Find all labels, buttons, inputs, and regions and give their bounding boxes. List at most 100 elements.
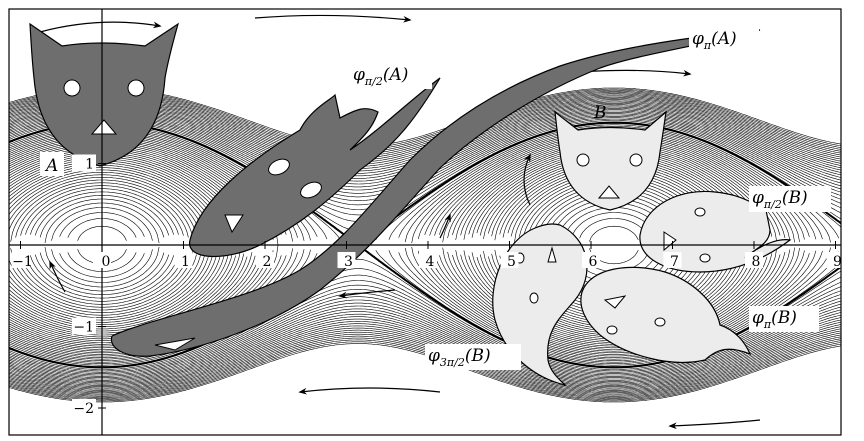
cat-eye: [63, 79, 81, 97]
streamline: [9, 321, 841, 390]
image-label-phi-pi-2-A: φπ/2(A): [350, 63, 432, 89]
blob-mouth: [603, 295, 627, 309]
blob-eye: [699, 253, 711, 263]
streamline: [9, 249, 210, 321]
svg-text:φπ(A): φπ(A): [692, 29, 737, 52]
flow-arrow: [668, 419, 761, 430]
streamline: [9, 255, 225, 330]
flow-arrow: [579, 69, 692, 77]
x-tick-label: 7: [670, 254, 679, 270]
streamline: [9, 311, 841, 385]
streamline: [9, 160, 225, 235]
streamline: [9, 169, 210, 241]
streamline: [388, 124, 840, 240]
cat-eye: [127, 79, 145, 97]
streamline: [9, 292, 841, 377]
x-tick-label: 6: [589, 254, 598, 270]
streamline: [9, 316, 841, 387]
region-A-cat: [29, 22, 180, 167]
blob-eye: [694, 207, 706, 217]
region-label-B: B: [593, 103, 607, 123]
blob-eye: [300, 181, 322, 199]
streamline: [9, 308, 841, 384]
image-labels: φπ/2(A) φπ(A) φπ/2(B) φπ(B) φ3π/2(B): [350, 27, 831, 370]
image-label-phi-3pi-2-B: φ3π/2(B): [425, 344, 521, 370]
streak-mouth: [154, 337, 196, 351]
y-tick-label: −2: [73, 401, 94, 417]
flow-arrow: [523, 153, 531, 206]
x-tick-label: 4: [426, 254, 435, 270]
streamline: [9, 256, 217, 325]
y-ticks: 1 −1 −2: [72, 154, 106, 417]
blob-eye: [268, 158, 290, 176]
x-tick-label: 2: [263, 254, 272, 270]
svg-text:φ3π/2(B): φ3π/2(B): [428, 346, 491, 369]
streamline: [9, 313, 841, 386]
streamline: [9, 296, 841, 378]
svg-text:φπ(B): φπ(B): [752, 308, 797, 331]
cat-mouth: [90, 119, 118, 135]
streamline: [9, 323, 841, 391]
blob-eye: [654, 317, 666, 327]
flow-arrow: [338, 289, 396, 299]
flow-arrow: [254, 14, 412, 23]
image-label-phi-pi-B: φπ(B): [749, 306, 819, 332]
image-label-phi-pi-2-B: φπ/2(B): [749, 186, 831, 212]
x-tick-label: 5: [507, 254, 516, 270]
streamline: [9, 305, 841, 382]
x-tick-label: 3: [344, 254, 353, 270]
streamline: [9, 247, 230, 332]
region-label-A: A: [44, 156, 58, 176]
streamline: [9, 252, 233, 334]
region-A-cat-face: [63, 79, 322, 351]
flow-arrow: [49, 260, 66, 293]
cat-eye: [629, 153, 643, 167]
streamline: [571, 212, 659, 243]
x-tick-label: 9: [833, 254, 842, 270]
streamline: [9, 325, 841, 392]
svg-text:φπ/2(B): φπ/2(B): [752, 188, 808, 211]
image-label-phi-pi-A: φπ(A): [689, 27, 759, 53]
streamline: [9, 318, 841, 389]
region-B-cat: [554, 110, 667, 211]
axes: [9, 9, 841, 435]
streamline: [9, 251, 222, 328]
streamline: [589, 225, 639, 242]
y-tick-label: −1: [73, 320, 94, 336]
streamline: [424, 250, 805, 358]
svg-text:φπ/2(A): φπ/2(A): [353, 65, 408, 88]
streamline: [9, 174, 202, 240]
streamline: [9, 254, 205, 318]
blob-mouth: [224, 214, 244, 234]
streamline: [9, 172, 205, 236]
streamline: [9, 253, 214, 323]
streamline: [9, 165, 217, 234]
streamline: [417, 250, 810, 360]
y-tick-label: 1: [85, 157, 94, 173]
streamline: [9, 327, 841, 394]
cat-eye: [576, 153, 590, 167]
blob-eye: [606, 325, 618, 335]
streamline: [9, 250, 202, 316]
flow-arrow: [298, 387, 441, 395]
streamline: [398, 126, 831, 243]
flow-arrow: [39, 21, 162, 33]
x-tick-label: 8: [752, 254, 761, 270]
blob-eye: [529, 292, 539, 304]
plot-frame: [8, 8, 842, 436]
region-B-faces: [515, 153, 711, 335]
region-phi-pi-B: [580, 266, 752, 363]
region-labels: A B: [40, 103, 607, 176]
x-tick-label: −1: [12, 254, 33, 270]
cat-mouth: [597, 185, 621, 199]
streamline: [9, 167, 214, 237]
streamline: [9, 289, 841, 376]
streamline: [9, 162, 222, 239]
flow-arrow: [439, 213, 451, 239]
blob-mouth: [547, 246, 557, 263]
streamline: [9, 299, 841, 380]
streamline: [429, 247, 800, 357]
region-phi-pi-2-A: [189, 77, 441, 257]
